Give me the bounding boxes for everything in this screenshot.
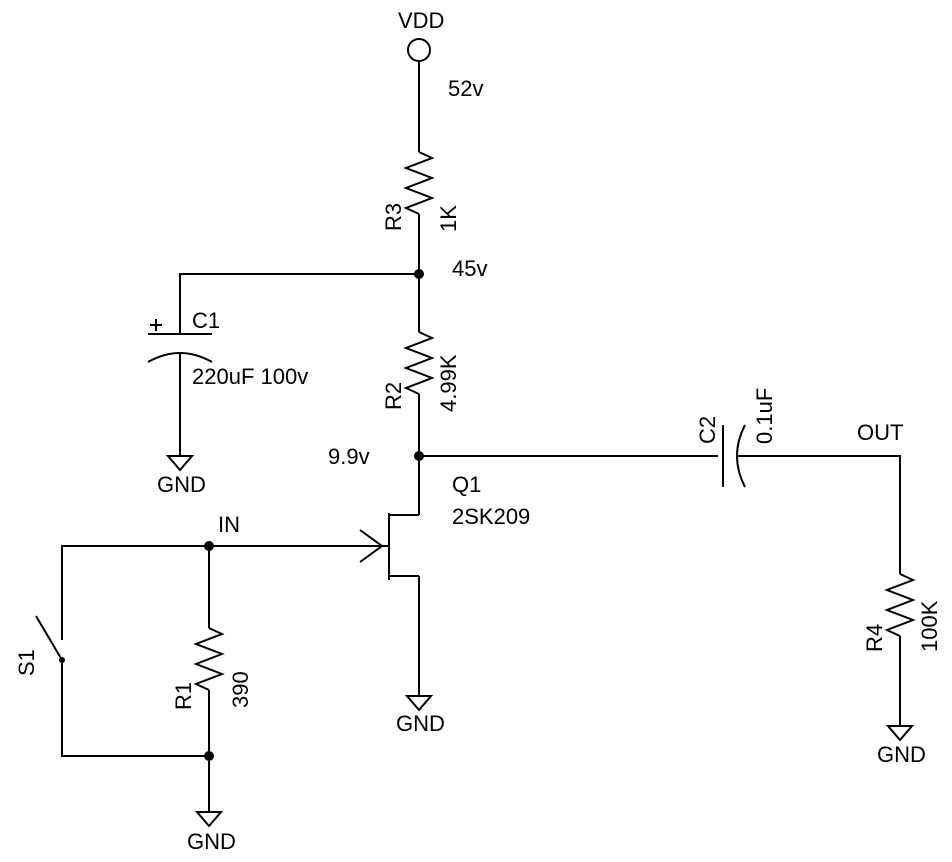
wire-switch-bottom — [61, 660, 209, 757]
input-label: IN — [218, 512, 240, 537]
wire-node-c1 — [179, 273, 419, 334]
gnd-c1-label: GND — [157, 472, 206, 497]
r2-ref: R2 — [381, 382, 406, 410]
q1-value: 2SK209 — [452, 504, 530, 529]
output-label: OUT — [857, 420, 903, 445]
ground-symbol-r1 — [194, 811, 224, 828]
wire-c2-out — [737, 455, 901, 574]
vdd-label: VDD — [398, 8, 444, 33]
r1-value: 390 — [228, 671, 253, 708]
ground-symbol-c1 — [165, 455, 195, 472]
q1-ref: Q1 — [452, 472, 481, 497]
c2-value: 0.1uF — [752, 388, 777, 444]
drain-voltage-label: 9.9v — [328, 444, 370, 469]
wire-gate-input — [61, 545, 389, 628]
gnd-r4-label: GND — [877, 742, 926, 767]
mid-voltage-label: 45v — [452, 256, 487, 281]
resistor-r2 — [403, 331, 435, 395]
r1-ref: R1 — [171, 682, 196, 710]
resistor-r3 — [403, 151, 435, 215]
c1-value: 220uF 100v — [192, 364, 308, 389]
r4-value: 100K — [917, 600, 942, 652]
s1-blade — [35, 615, 63, 661]
c1-ref: C1 — [192, 308, 220, 333]
r4-ref: R4 — [862, 624, 887, 652]
vdd-voltage-label: 52v — [448, 76, 483, 101]
junction-r1-bottom — [204, 751, 214, 761]
ground-symbol-q1 — [404, 695, 434, 712]
r3-ref: R3 — [381, 203, 406, 231]
gnd-r1-label: GND — [187, 829, 236, 854]
c2-ref: C2 — [695, 416, 720, 444]
vdd-terminal — [407, 38, 431, 62]
r3-value: 1K — [436, 205, 461, 232]
ground-symbol-r4 — [885, 725, 915, 742]
resistor-r1 — [193, 627, 225, 691]
s1-ref: S1 — [14, 649, 39, 676]
resistor-r4 — [884, 573, 916, 637]
r2-value: 4.99K — [436, 354, 461, 412]
gnd-q1-label: GND — [396, 711, 445, 736]
